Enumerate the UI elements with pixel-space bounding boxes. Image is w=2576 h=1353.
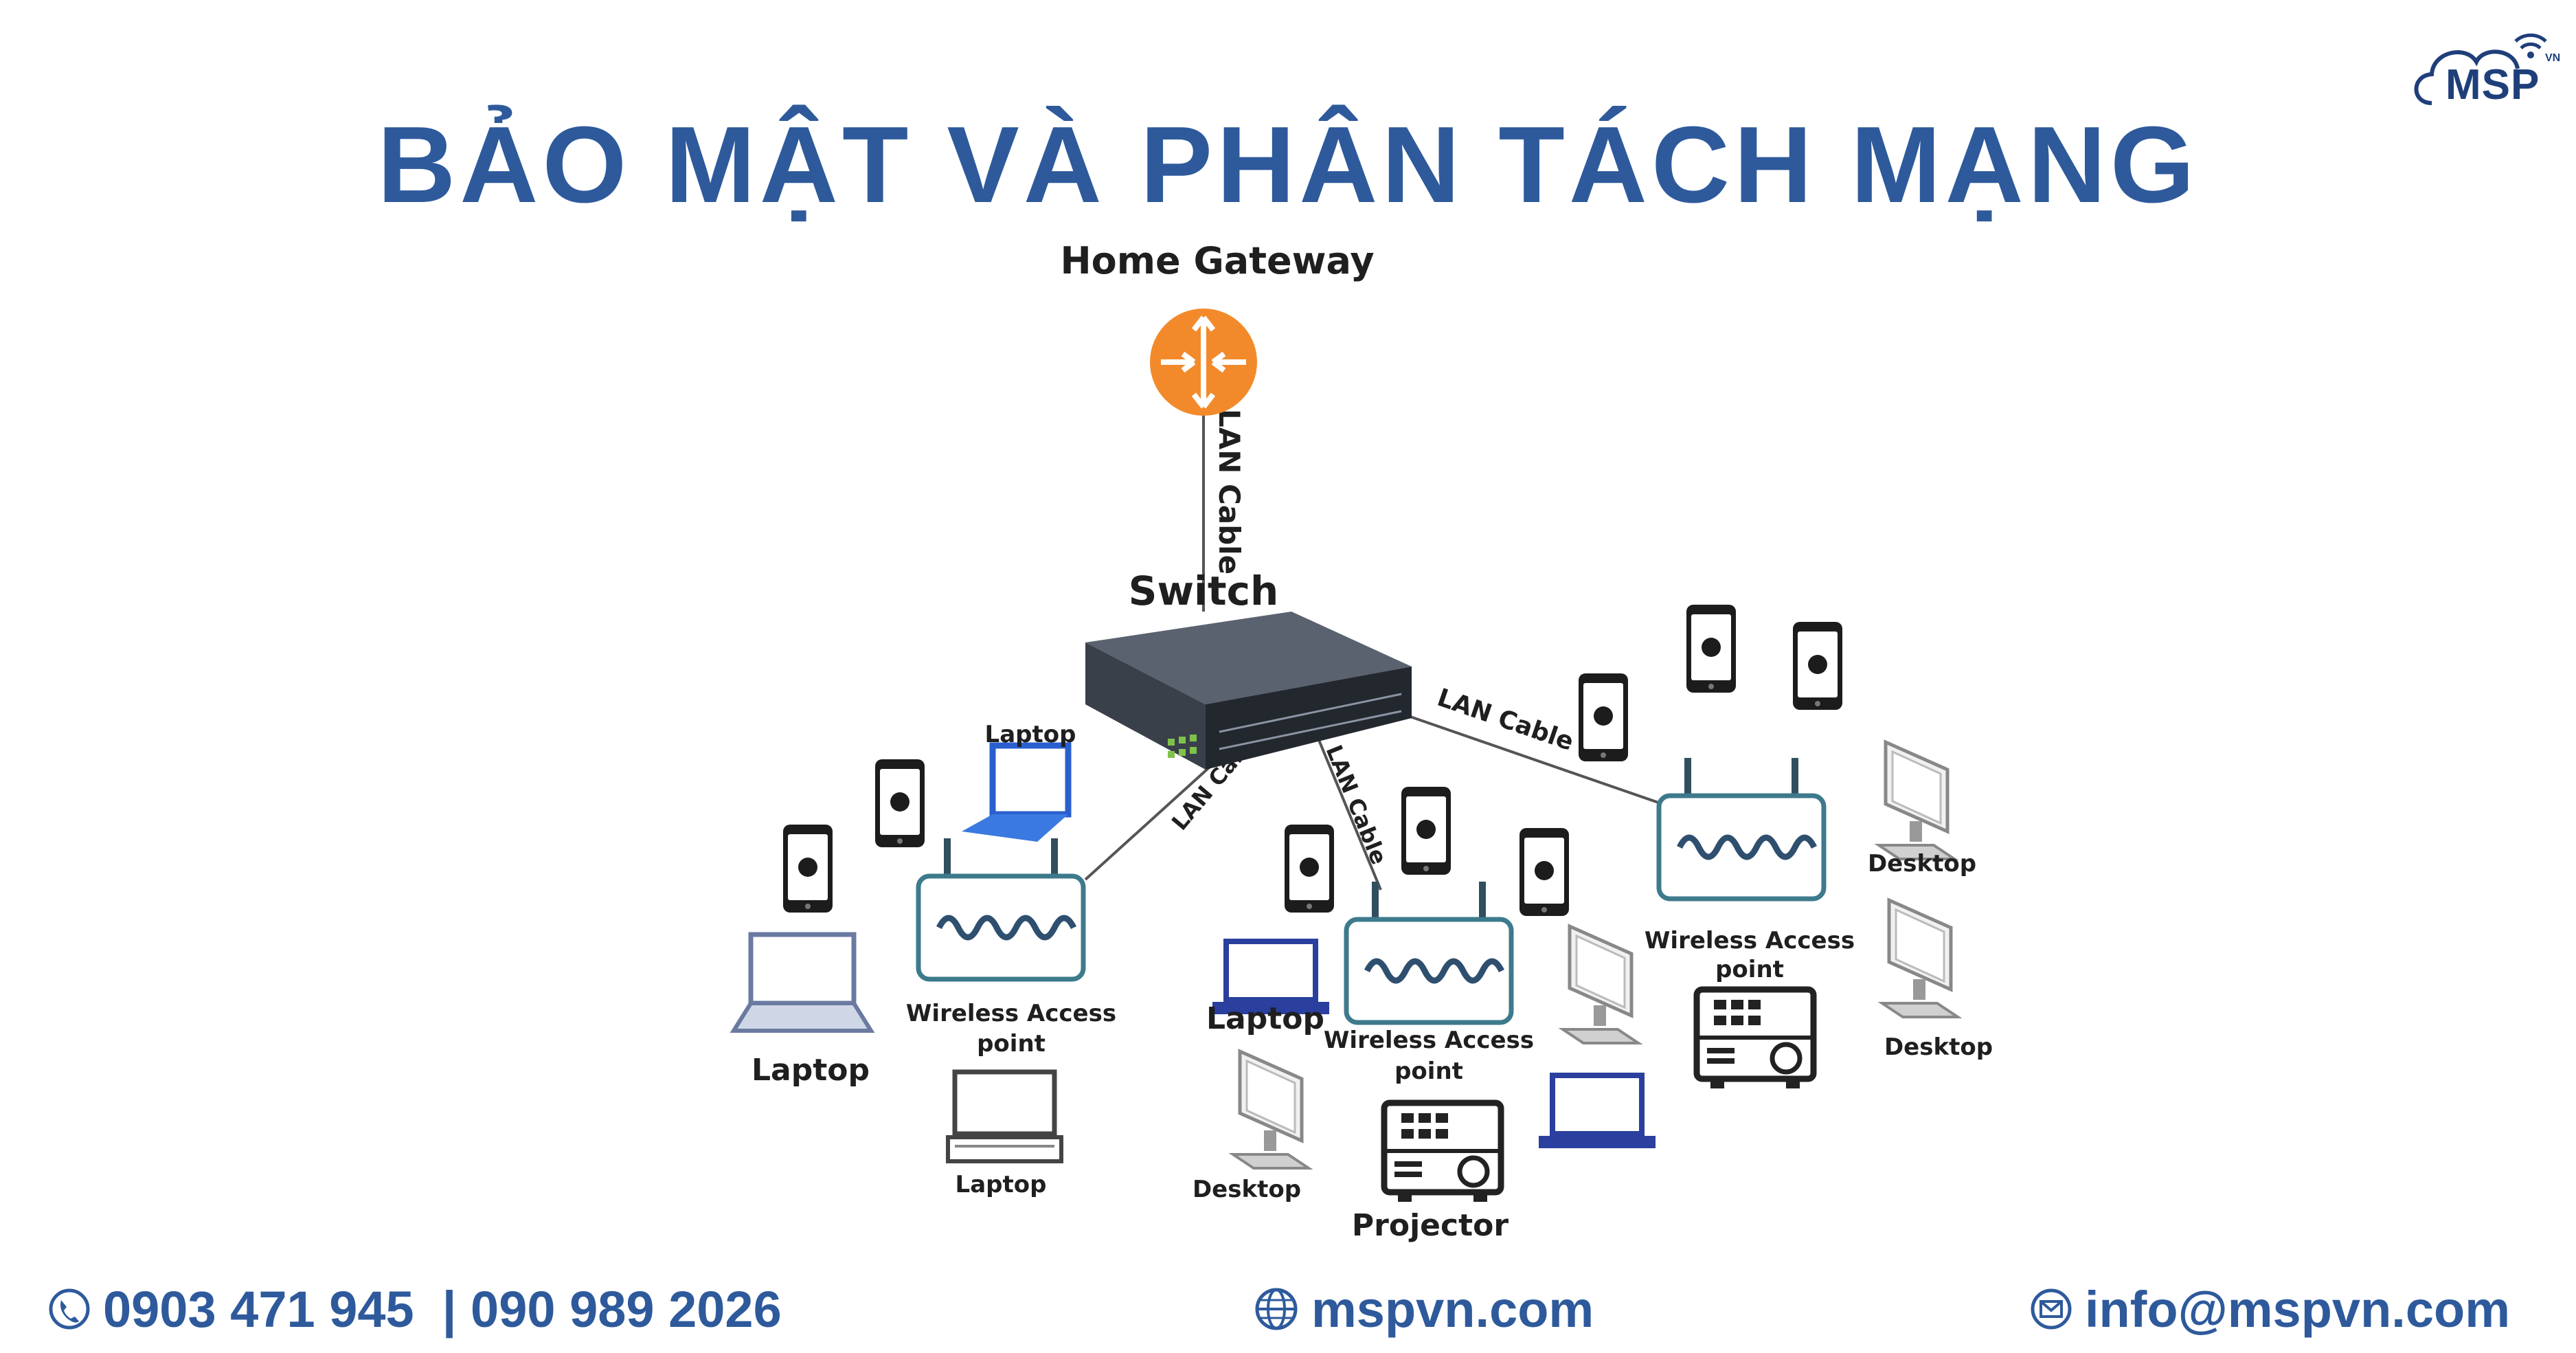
page-title: BẢO MẬT VÀ PHÂN TÁCH MẠNG xyxy=(377,104,2199,225)
laptop-blue-icon xyxy=(962,742,1072,842)
ap1-label-line1: Wireless Access xyxy=(906,1000,1116,1027)
ap3-label-line2: point xyxy=(1715,956,1784,983)
lan-cable-label-1: LAN Cable xyxy=(1212,409,1246,574)
desktop-label-right-top: Desktop xyxy=(1868,850,1976,877)
desktop-icon xyxy=(1879,742,1954,859)
phone-numbers[interactable]: 0903 471 945 | 090 989 2026 xyxy=(103,1280,782,1338)
footer-email: info@mspvn.com xyxy=(2030,1271,2510,1347)
lan-cable-label-4: LAN Cable xyxy=(1434,684,1577,757)
mail-icon xyxy=(2031,1288,2072,1330)
laptop-label-mid: Laptop xyxy=(1206,1001,1324,1036)
phone-icon xyxy=(1401,787,1451,875)
footer-website: mspvn.com xyxy=(1254,1271,1594,1347)
ap1-label-line2: point xyxy=(977,1030,1046,1058)
router-icon xyxy=(1150,309,1257,416)
phone-call-icon xyxy=(49,1288,90,1330)
wireless-access-point-3 xyxy=(1659,758,1824,899)
phone-icon xyxy=(1579,673,1628,761)
switch-icon xyxy=(1085,612,1412,770)
footer-phone: 0903 471 945 | 090 989 2026 xyxy=(48,1271,782,1347)
projector-icon xyxy=(1384,1103,1501,1202)
wireless-access-point-2 xyxy=(1346,882,1511,1022)
cable-switch-ap2 xyxy=(1314,731,1382,891)
ap2-label-line1: Wireless Access xyxy=(1324,1027,1534,1054)
phone-icon xyxy=(1793,622,1842,710)
desktop-label-right-bottom: Desktop xyxy=(1884,1033,1993,1061)
laptop-gray-icon xyxy=(946,1069,1063,1163)
projector-icon xyxy=(1697,989,1814,1088)
logo-sup: VN xyxy=(2545,52,2561,64)
desktop-icon xyxy=(1233,1051,1309,1168)
desktop-icon xyxy=(1882,900,1958,1017)
phone-icon xyxy=(1285,825,1334,913)
projector-label: Projector xyxy=(1352,1208,1509,1243)
website-link[interactable]: mspvn.com xyxy=(1311,1280,1594,1338)
phone-icon xyxy=(1686,605,1736,693)
globe-icon xyxy=(1255,1288,1298,1330)
cloud-logo-icon xyxy=(2414,33,2547,105)
phone-icon xyxy=(783,825,833,913)
laptop-label-left: Laptop xyxy=(752,1053,870,1088)
laptop-label-top: Laptop xyxy=(985,721,1076,748)
laptop-label-bottom: Laptop xyxy=(956,1171,1047,1198)
laptop-icon xyxy=(734,935,871,1031)
ap3-label-line1: Wireless Access xyxy=(1645,927,1855,954)
wireless-access-point-1 xyxy=(918,838,1083,979)
msp-logo: MSP VN xyxy=(2404,21,2569,124)
cable-switch-ap3 xyxy=(1394,710,1663,805)
laptop-icon xyxy=(1539,1075,1656,1148)
phone-icon xyxy=(875,759,925,847)
gateway-label: Home Gateway xyxy=(1060,239,1374,282)
ap2-label-line2: point xyxy=(1394,1058,1463,1085)
cable-switch-ap1 xyxy=(1084,748,1231,881)
email-link[interactable]: info@mspvn.com xyxy=(2085,1280,2510,1338)
phone-icon xyxy=(1519,828,1569,916)
logo-text: MSP xyxy=(2445,61,2540,109)
desktop-label-mid: Desktop xyxy=(1193,1176,1301,1203)
desktop-icon xyxy=(1563,926,1638,1043)
switch-label: Switch xyxy=(1129,568,1279,614)
